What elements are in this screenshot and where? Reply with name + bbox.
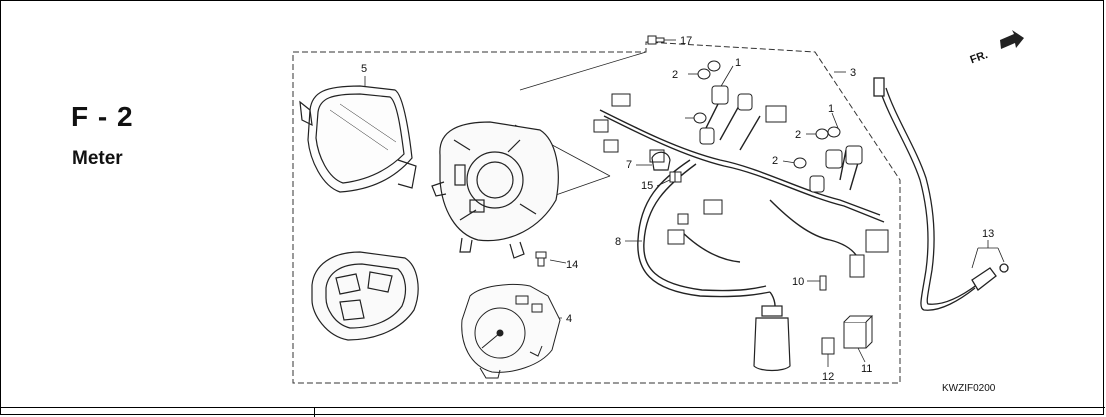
wire-harness <box>599 99 885 317</box>
part-11 <box>843 315 874 349</box>
callout-17: 17 <box>680 35 692 47</box>
harness-bottle <box>753 305 791 372</box>
meter-case <box>431 121 559 259</box>
section-title: Meter <box>72 148 123 169</box>
callout-4: 4 <box>566 313 572 325</box>
part-12 <box>821 337 835 355</box>
footer-divider <box>1 407 1105 408</box>
callout-labels: 17 5 1 2 3 1 2 2 7 15 14 8 4 10 13 12 11 <box>361 35 994 383</box>
direction-label: FR. <box>969 49 990 66</box>
bulbs <box>693 60 841 169</box>
callout-2b: 2 <box>795 129 801 141</box>
callout-1: 1 <box>735 57 741 69</box>
callout-5: 5 <box>361 63 367 75</box>
section-code: F - 2 <box>71 101 134 132</box>
screw-10 <box>819 275 827 291</box>
callout-15: 15 <box>641 180 653 192</box>
figure-code: KWZIF0200 <box>942 383 996 394</box>
footer-tick <box>314 407 315 417</box>
meter-cover <box>299 85 417 193</box>
callout-14: 14 <box>566 259 578 271</box>
callout-13: 13 <box>982 228 994 240</box>
callout-1b: 1 <box>828 103 834 115</box>
callout-12: 12 <box>822 371 834 383</box>
clamp-7 <box>651 151 671 171</box>
screw-14 <box>535 251 547 267</box>
meter-panel <box>461 283 561 379</box>
callout-2c: 2 <box>772 155 778 167</box>
harness-connectors <box>593 93 889 278</box>
screw-15 <box>674 171 682 183</box>
speedometer-cable <box>873 77 1009 311</box>
callout-7: 7 <box>626 159 632 171</box>
bulb-sockets <box>699 85 863 193</box>
screw-17 <box>647 35 665 45</box>
callout-2: 2 <box>672 69 678 81</box>
callout-8: 8 <box>615 236 621 248</box>
assembly-boundary <box>292 41 901 384</box>
callout-3: 3 <box>850 67 856 79</box>
callout-10: 10 <box>792 276 804 288</box>
front-arrow-icon <box>1000 30 1024 49</box>
meter-lower-case <box>311 251 419 341</box>
callout-11: 11 <box>861 363 872 375</box>
